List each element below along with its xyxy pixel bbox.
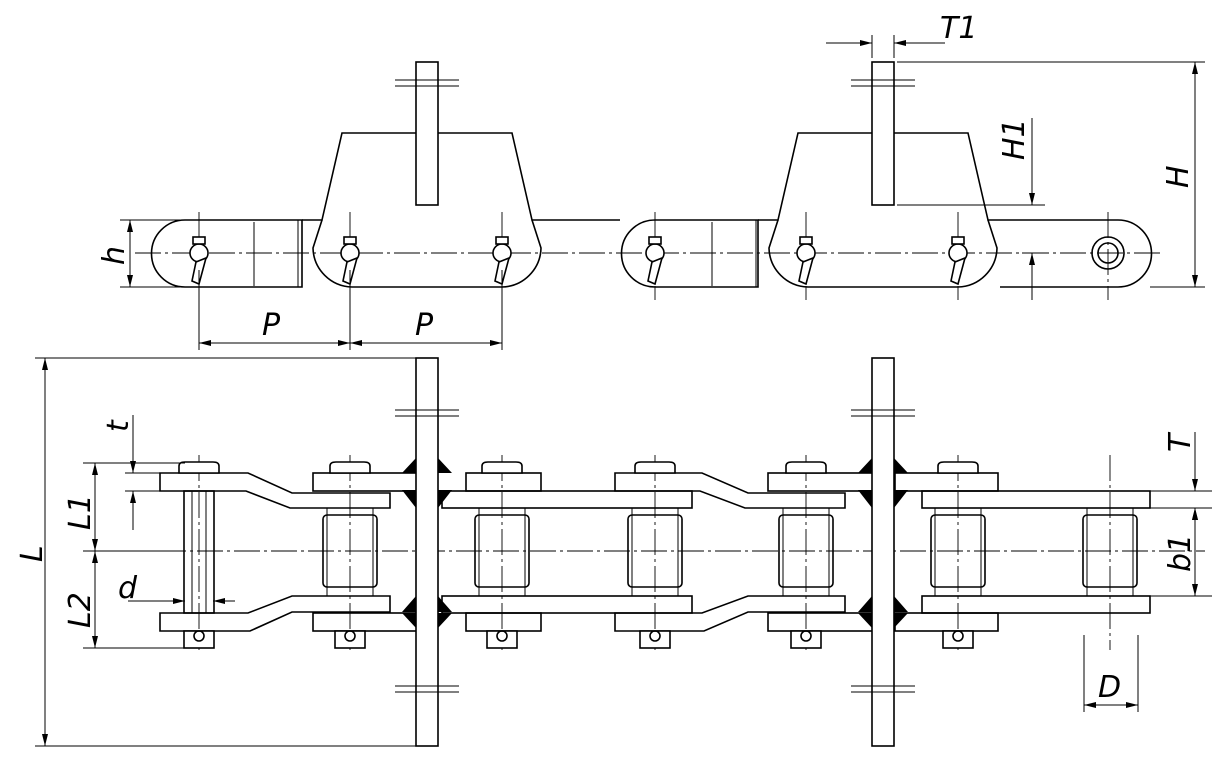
side-link-end [1000,219,1153,288]
top-view [159,357,1205,747]
top-roller [778,455,834,650]
top-dimensions: L t L1 L2 d T b1 D [15,357,1212,747]
top-roller [1082,455,1138,650]
top-flight-2 [871,357,895,747]
label-T1: T1 [940,11,977,46]
side-flight-2 [871,61,895,206]
side-pin [948,212,968,300]
side-link-1 [150,219,303,288]
weld [402,458,416,473]
side-view [135,61,1160,300]
label-T: T [1163,431,1198,452]
side-pin [796,212,816,300]
label-d: d [118,571,138,606]
top-roller [474,455,530,650]
label-P-left: P [262,308,281,343]
top-roller [178,455,220,650]
top-roller [627,455,683,650]
top-flight-1 [415,357,439,747]
label-H: H [1161,165,1196,188]
label-D: D [1098,670,1121,705]
side-link-3 [620,219,759,288]
label-L2: L2 [63,592,98,628]
side-attachment-1 [302,132,620,221]
side-flight-1 [415,61,439,206]
label-b1: b1 [1163,534,1198,572]
label-h: h [97,246,132,265]
side-dimensions: T1 H H1 h P P [97,11,1205,350]
label-t: t [101,419,136,432]
label-L: L [15,545,50,562]
label-L1: L1 [63,494,98,530]
label-H1: H1 [997,118,1032,160]
top-roller [322,455,378,650]
label-P-right: P [415,308,434,343]
top-roller [930,455,986,650]
side-pin [645,212,665,300]
